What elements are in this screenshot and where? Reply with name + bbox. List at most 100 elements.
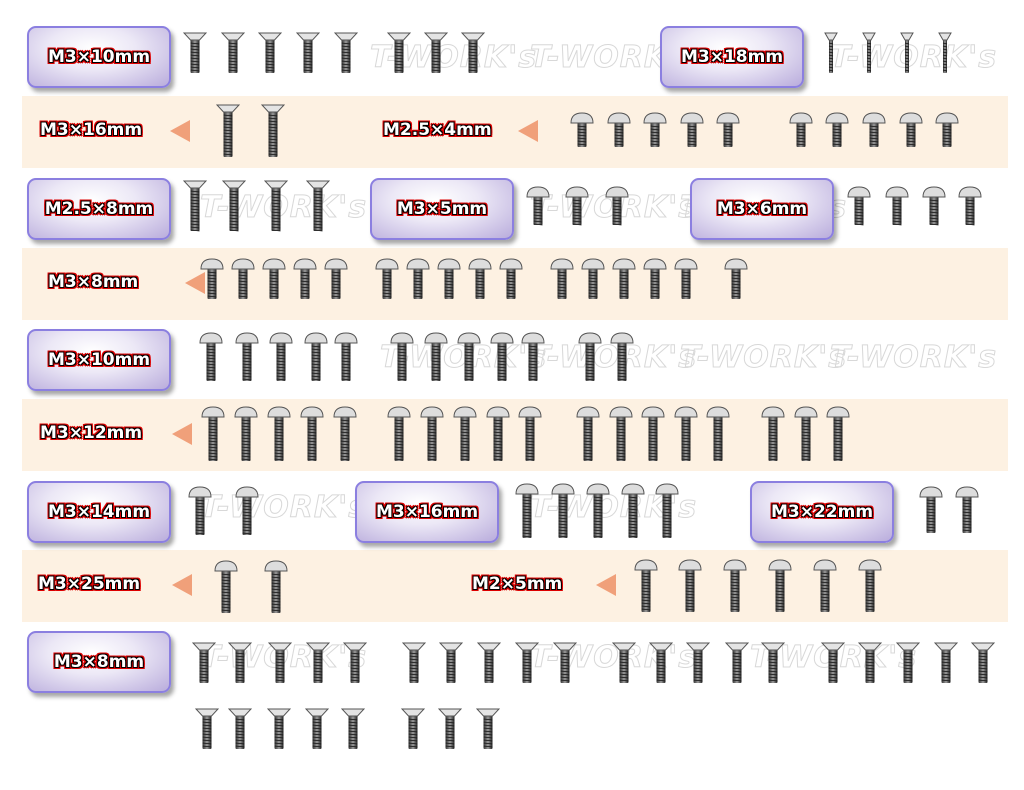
size-label: M3×16mm (40, 120, 143, 140)
button-head-screw-icon (264, 560, 288, 613)
button-head-screw-icon (234, 406, 258, 461)
flat-head-screw-icon (725, 642, 749, 683)
button-head-screw-icon (499, 258, 523, 299)
size-label: M3×22mm (770, 502, 874, 522)
size-label-badge: M3×10mm (27, 26, 171, 88)
button-head-screw-icon (518, 406, 542, 461)
button-head-screw-icon (935, 112, 959, 147)
button-head-screw-icon (607, 112, 631, 147)
button-head-screw-icon (576, 406, 600, 461)
button-head-screw-icon (761, 406, 785, 461)
flat-head-screw-icon (401, 708, 425, 749)
button-head-screw-icon (333, 406, 357, 461)
size-label: M3×10mm (47, 350, 151, 370)
flat-head-screw-icon (183, 32, 207, 73)
button-head-screw-icon (390, 332, 414, 381)
flat-head-screw-icon (334, 32, 358, 73)
button-head-screw-icon (188, 486, 212, 535)
button-head-screw-icon (789, 112, 813, 147)
button-head-screw-icon (468, 258, 492, 299)
watermark-text: T-WORK's (379, 340, 548, 376)
size-label: M2.5×4mm (383, 120, 492, 140)
pointer-arrow-icon (596, 574, 616, 596)
button-head-screw-icon (858, 559, 882, 612)
button-head-screw-icon (424, 332, 448, 381)
flat-head-screw-icon (896, 642, 920, 683)
flat-head-screw-icon (387, 32, 411, 73)
button-head-screw-icon (612, 258, 636, 299)
button-head-screw-icon (565, 186, 589, 226)
button-head-screw-icon (453, 406, 477, 461)
button-head-screw-icon (826, 406, 850, 461)
button-head-screw-icon (641, 406, 665, 461)
pointer-arrow-icon (185, 272, 205, 294)
button-head-screw-icon (486, 406, 510, 461)
flat-head-screw-icon (305, 708, 329, 749)
size-label-badge: M3×10mm (27, 329, 171, 391)
button-head-screw-icon (716, 112, 740, 147)
size-label: M3×16mm (375, 502, 479, 522)
button-head-screw-icon (621, 483, 645, 538)
button-head-screw-icon (899, 112, 923, 147)
size-label-badge: M3×6mm (690, 178, 834, 240)
size-label-badge: M3×8mm (27, 631, 171, 693)
size-label-badge: M2.5×8mm (27, 178, 171, 240)
button-head-screw-icon (262, 258, 286, 299)
button-head-screw-icon (267, 406, 291, 461)
flat-head-screw-icon (183, 180, 207, 232)
button-head-screw-icon (723, 559, 747, 612)
pointer-arrow-icon (172, 574, 192, 596)
button-head-screw-icon (724, 258, 748, 299)
button-head-screw-icon (437, 258, 461, 299)
row-band (22, 399, 1008, 471)
button-head-screw-icon (526, 186, 550, 226)
watermark-text: T-WORK's (199, 490, 368, 526)
size-label: M2.5×8mm (44, 199, 154, 219)
flat-head-screw-icon (343, 642, 367, 683)
watermark-text: T-WORK's (679, 340, 848, 376)
flat-head-screw-icon (216, 104, 240, 157)
button-head-screw-icon (293, 258, 317, 299)
button-head-screw-icon (586, 483, 610, 538)
button-head-screw-icon (387, 406, 411, 461)
button-head-screw-icon (674, 406, 698, 461)
button-head-screw-icon (550, 258, 574, 299)
size-label-badge: M3×14mm (27, 481, 171, 543)
button-head-screw-icon (200, 258, 224, 299)
button-head-screw-icon (813, 559, 837, 612)
flat-head-screw-icon (264, 180, 288, 232)
size-label-badge: M3×16mm (355, 481, 499, 543)
flat-head-screw-icon (862, 32, 876, 73)
button-head-screw-icon (768, 559, 792, 612)
flat-head-screw-icon (761, 642, 785, 683)
button-head-screw-icon (334, 332, 358, 381)
button-head-screw-icon (922, 186, 946, 226)
flat-head-screw-icon (477, 642, 501, 683)
button-head-screw-icon (847, 186, 871, 226)
size-label: M3×14mm (47, 502, 151, 522)
button-head-screw-icon (609, 406, 633, 461)
button-head-screw-icon (794, 406, 818, 461)
flat-head-screw-icon (192, 642, 216, 683)
button-head-screw-icon (269, 332, 293, 381)
size-label: M3×6mm (716, 199, 808, 219)
flat-head-screw-icon (402, 642, 426, 683)
watermark-text: T-WORK's (829, 40, 998, 76)
button-head-screw-icon (578, 332, 602, 381)
size-label-badge: M3×5mm (370, 178, 514, 240)
button-head-screw-icon (457, 332, 481, 381)
button-head-screw-icon (955, 486, 979, 533)
flat-head-screw-icon (438, 708, 462, 749)
button-head-screw-icon (324, 258, 348, 299)
flat-head-screw-icon (439, 642, 463, 683)
button-head-screw-icon (655, 483, 679, 538)
button-head-screw-icon (674, 258, 698, 299)
button-head-screw-icon (199, 332, 223, 381)
button-head-screw-icon (885, 186, 909, 226)
button-head-screw-icon (231, 258, 255, 299)
button-head-screw-icon (610, 332, 634, 381)
flat-head-screw-icon (228, 642, 252, 683)
flat-head-screw-icon (261, 104, 285, 157)
flat-head-screw-icon (228, 708, 252, 749)
size-label: M3×12mm (40, 423, 143, 443)
